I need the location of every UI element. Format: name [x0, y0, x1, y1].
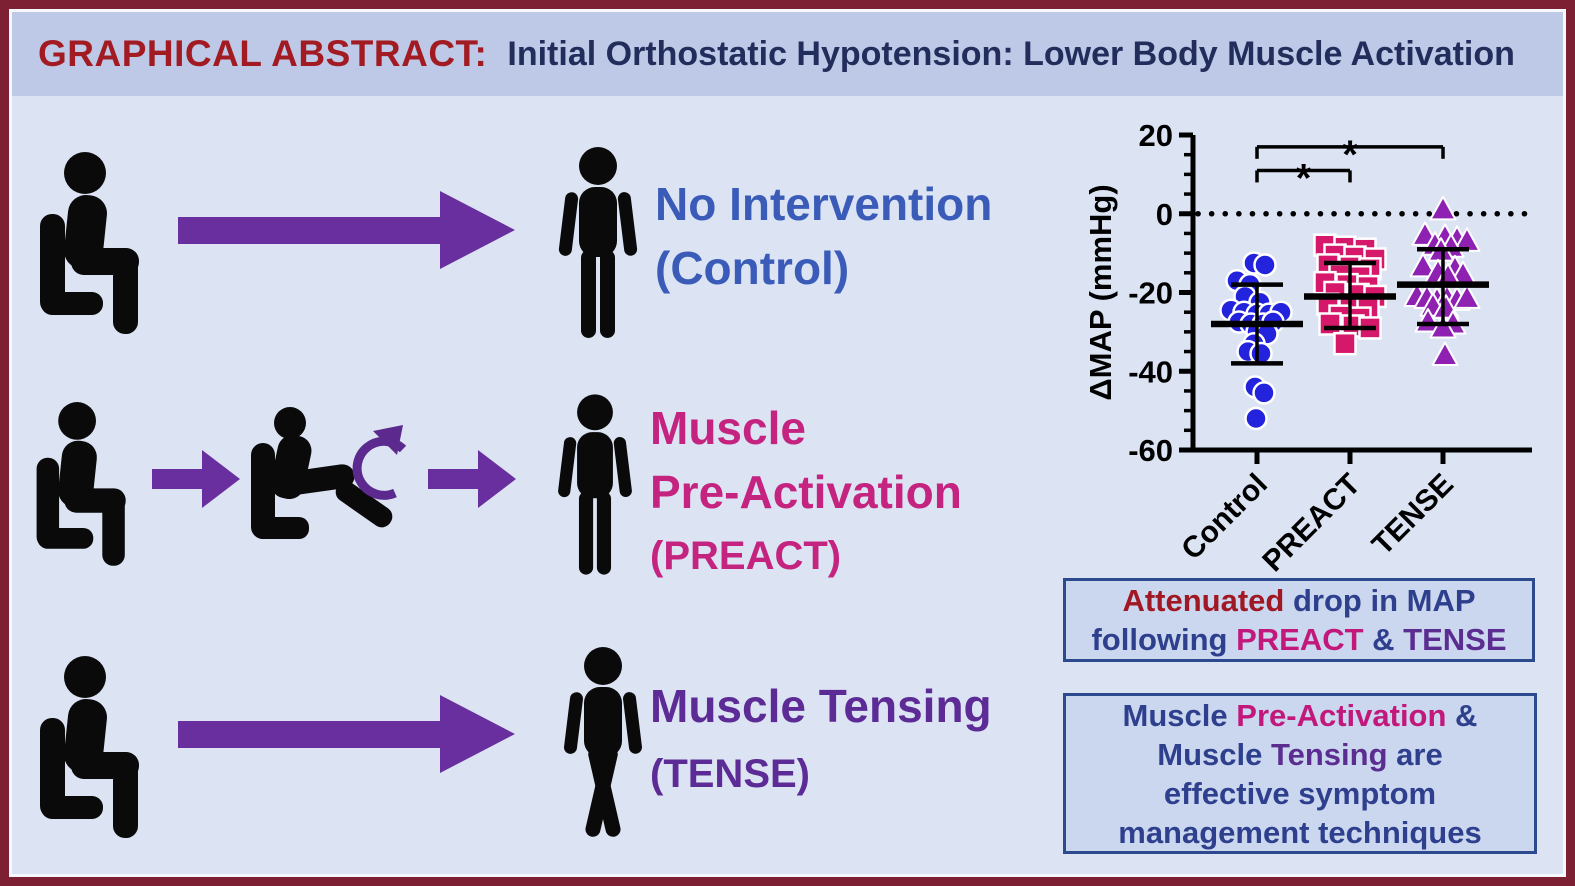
text-segment: management techniques	[1118, 814, 1482, 850]
svg-text:0: 0	[1156, 197, 1173, 232]
control-label-line1: No Intervention	[655, 178, 993, 230]
arrow-right-icon	[178, 692, 515, 776]
text-segment: Pre-Activation	[1236, 697, 1447, 733]
text-segment: PREACT	[1236, 622, 1364, 657]
text-segment: following	[1091, 622, 1237, 657]
text-segment: TENSE	[1403, 622, 1507, 657]
errorbar-tense	[1397, 246, 1489, 327]
arrow-right-icon	[428, 448, 516, 510]
text-segment: Muscle	[1122, 697, 1237, 733]
text-segment: &	[1446, 697, 1478, 733]
arrow-right-icon	[178, 188, 515, 272]
seated-person-icon	[33, 398, 126, 568]
text-segment: are	[1387, 736, 1443, 772]
text-segment: Muscle	[1157, 736, 1271, 772]
conclusion-box-techniques: Muscle Pre-Activation & Muscle Tensing a…	[1063, 693, 1537, 854]
preact-label: Muscle Pre-Activation (PREACT)	[650, 396, 962, 588]
rotation-arrow-icon	[352, 425, 407, 500]
tense-label-line1: Muscle Tensing	[650, 680, 992, 732]
svg-text:-40: -40	[1128, 354, 1173, 389]
text-segment: Attenuated	[1122, 583, 1285, 618]
svg-text:20: 20	[1139, 118, 1173, 153]
preact-label-line3: (PREACT)	[650, 534, 842, 578]
control-label: No Intervention (Control)	[655, 172, 992, 300]
errorbar-control	[1211, 282, 1303, 366]
text-segment: &	[1363, 622, 1404, 657]
tense-label-line2: (TENSE)	[650, 752, 810, 796]
arrow-right-icon	[152, 448, 240, 510]
standing-person-icon	[545, 145, 651, 341]
x-tick-label: PREACT	[1256, 468, 1367, 579]
svg-text:-20: -20	[1128, 276, 1173, 311]
significance-bracket: *	[1255, 133, 1445, 177]
figure-title: Initial Orthostatic Hypotension: Lower B…	[507, 34, 1515, 73]
conclusion-box2-line1: Muscle Pre-Activation &	[1123, 696, 1478, 735]
conclusion-box2-line2: Muscle Tensing are	[1157, 735, 1442, 774]
preact-label-line2: Pre-Activation	[650, 466, 962, 518]
conclusion-box1-line1: Attenuated drop in MAP	[1122, 581, 1475, 620]
header-band: GRAPHICAL ABSTRACT: Initial Orthostatic …	[12, 12, 1563, 96]
tense-label: Muscle Tensing (TENSE)	[650, 672, 992, 808]
seated-person-icon	[36, 148, 139, 336]
conclusion-box1-line2: following PREACT & TENSE	[1091, 620, 1506, 659]
text-segment: drop in MAP	[1284, 583, 1476, 618]
x-tick-label: TENSE	[1366, 468, 1460, 562]
control-label-line2: (Control)	[655, 242, 850, 294]
conclusion-box-attenuated: Attenuated drop in MAP following PREACT …	[1063, 578, 1535, 662]
y-axis-label: ΔMAP (mmHg)	[1083, 184, 1118, 400]
text-segment: effective symptom	[1163, 775, 1437, 811]
crossed-legs-person-icon	[550, 645, 656, 843]
map-scatter-chart: 20 0 -20 -40 -60 ΔMAP (mmHg) ControlPREACTTENS…	[1083, 118, 1532, 579]
errorbar-preact	[1304, 260, 1396, 331]
svg-text:-60: -60	[1128, 433, 1173, 468]
y-axis: 20 0 -20 -40 -60 ΔMAP (mmHg)	[1083, 118, 1196, 468]
leg-raise-person-icon	[245, 405, 417, 547]
significance-bracket: *	[1255, 156, 1352, 200]
graphical-abstract-label: GRAPHICAL ABSTRACT:	[38, 33, 488, 74]
preact-label-line1: Muscle	[650, 402, 806, 454]
figure-content: GRAPHICAL ABSTRACT: Initial Orthostatic …	[9, 9, 1566, 877]
conclusion-box2-line3: effective symptom	[1164, 774, 1436, 813]
text-segment: Tensing	[1271, 736, 1388, 772]
standing-person-icon	[545, 390, 645, 580]
significance-star: *	[1342, 133, 1358, 177]
seated-person-icon	[36, 652, 139, 840]
conclusion-box2-line4: management techniques	[1118, 813, 1481, 852]
significance-star: *	[1296, 156, 1312, 200]
